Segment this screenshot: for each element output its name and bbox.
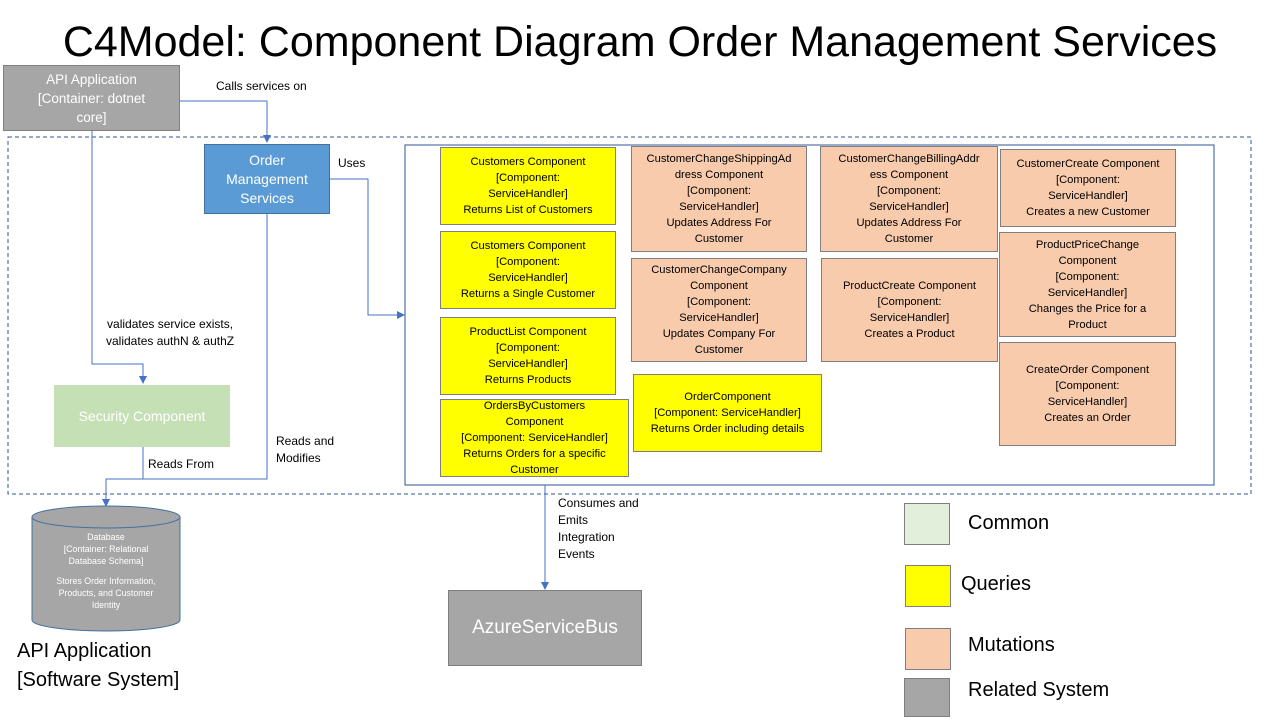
customers-single-component[interactable]: Customers Component [Component: ServiceH… [440, 231, 616, 309]
database-label: Database [Container: Relational Database… [56, 532, 156, 610]
legend-swatch-queries [905, 565, 951, 607]
legend-label-common: Common [968, 512, 1050, 534]
edge-uses [330, 178, 405, 319]
order-component[interactable]: OrderComponent [Component: ServiceHandle… [633, 374, 822, 452]
edge-reads-and-modifies [106, 214, 268, 480]
edge-label-reads-from: Reads From [148, 457, 215, 471]
security-component-box[interactable]: Security Component [54, 385, 230, 447]
orders-by-customers-component[interactable]: OrdersByCustomers Component [Component: … [440, 399, 629, 477]
product-list-component[interactable]: ProductList Component [Component: Servic… [440, 317, 616, 395]
customer-create-component[interactable]: CustomerCreate Component [Component: Ser… [1000, 149, 1176, 227]
customers-list-component[interactable]: Customers Component [Component: ServiceH… [440, 147, 616, 225]
legend-swatch-common [904, 503, 950, 545]
legend-swatch-mutations [905, 628, 951, 670]
customer-change-company-component[interactable]: CustomerChangeCompany Component [Compone… [631, 258, 807, 362]
components-group-boundary [404, 144, 1215, 486]
edge-label-uses: Uses [338, 156, 366, 170]
edge-calls-services-on [179, 100, 271, 143]
product-price-change-component[interactable]: ProductPriceChange Component [Component:… [999, 232, 1176, 337]
create-order-component[interactable]: CreateOrder Component [Component: Servic… [999, 342, 1176, 446]
api-application-box[interactable]: API Application [Container: dotnet core] [3, 65, 180, 131]
container-boundary [7, 136, 1252, 495]
customer-change-billing-address-component[interactable]: CustomerChangeBillingAddr ess Component … [820, 146, 998, 252]
legend-label-queries: Queries [961, 573, 1032, 595]
edge-reads-from [102, 447, 144, 507]
legend-swatch-related-system [904, 678, 950, 717]
diagram-title: C4Model: Component Diagram Order Managem… [62, 18, 1218, 66]
software-system-label: API Application [Software System] [17, 640, 180, 691]
legend-label-related-system: Related System [968, 679, 1110, 701]
edge-label-reads-and-modifies: Reads and Modifies [276, 434, 335, 465]
database-cylinder [31, 505, 181, 632]
azure-service-bus-box[interactable]: AzureServiceBus [448, 590, 642, 666]
edge-validates [91, 130, 147, 384]
legend-label-mutations: Mutations [968, 634, 1055, 656]
customer-change-shipping-address-component[interactable]: CustomerChangeShippingAd dress Component… [631, 146, 807, 252]
edge-label-validates: validates service exists, validates auth… [106, 317, 235, 348]
order-management-services-box[interactable]: Order Management Services [204, 144, 330, 214]
edge-label-consumes-emits: Consumes and Emits Integration Events [558, 496, 639, 561]
product-create-component[interactable]: ProductCreate Component [Component: Serv… [821, 258, 998, 362]
edge-label-calls-services-on: Calls services on [216, 79, 307, 93]
